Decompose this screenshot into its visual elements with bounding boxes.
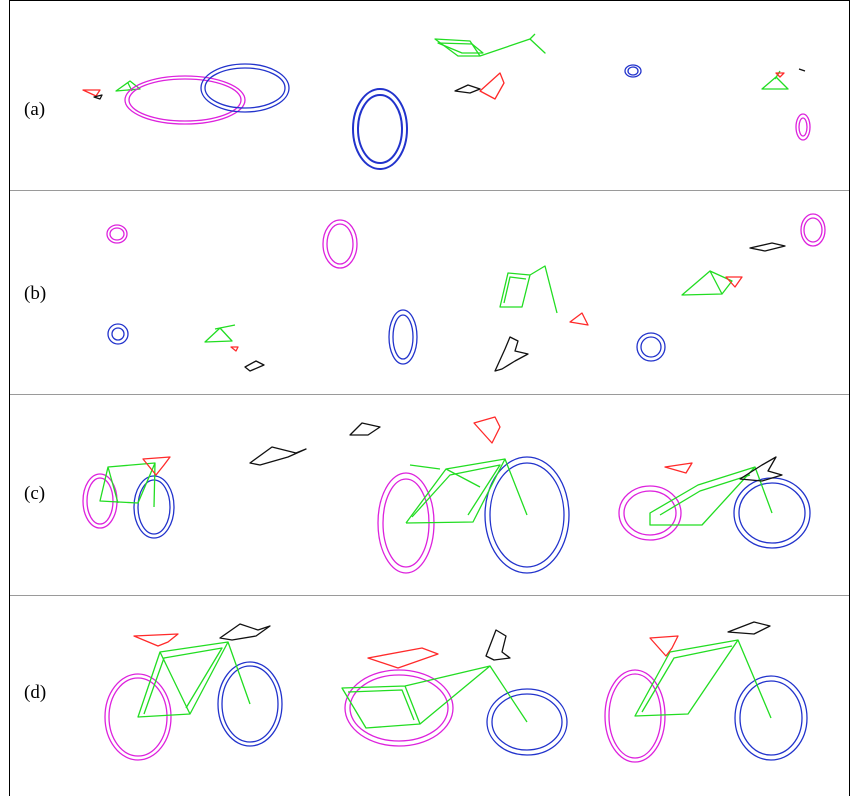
rear-wheel-part (604, 669, 666, 763)
front-wheel-part (107, 323, 129, 345)
row-c: (c) (10, 395, 849, 596)
small-wheel-blue (624, 64, 642, 78)
row-label-a: (a) (24, 99, 46, 120)
rear-wheel-part (104, 673, 172, 761)
rear-wheel-ellipse (124, 75, 246, 125)
frame-part (681, 270, 733, 296)
front-wheel-tall (352, 88, 408, 170)
frame-part (634, 639, 772, 719)
front-wheel-ellipse (200, 63, 290, 113)
front-wheel-part (217, 661, 283, 747)
saddle-red (479, 72, 505, 100)
saddle-part (367, 647, 439, 669)
frame-part (649, 466, 773, 526)
frame-part (99, 462, 156, 508)
frame-part (137, 641, 251, 718)
front-wheel-part (486, 688, 568, 756)
row-a: (a) (10, 1, 849, 191)
handlebar-part (219, 623, 271, 641)
handlebar-black (454, 84, 481, 94)
saddle-part (725, 276, 743, 288)
saddle-part (142, 456, 171, 476)
rear-wheel-part (618, 485, 682, 541)
small-wheel-magenta (795, 113, 811, 141)
tiny-handle-right (798, 68, 806, 72)
handlebar-part (494, 336, 529, 372)
saddle-part (133, 633, 179, 647)
rear-wheel-part (106, 224, 128, 244)
rear-wheel-part (322, 219, 358, 269)
row-b-parts (106, 213, 826, 372)
handlebar-part (739, 456, 783, 482)
figure: (a) (9, 0, 850, 796)
rear-wheel-part (800, 213, 826, 247)
frame-part (499, 265, 558, 314)
frame-part (204, 324, 236, 343)
frame-stretched (434, 33, 546, 57)
saddle-part (473, 416, 501, 444)
handlebar-part (249, 446, 307, 466)
saddle-part (230, 346, 239, 352)
row-c-parts (82, 416, 811, 574)
frame-part (405, 458, 528, 524)
small-saddle-right (775, 72, 785, 78)
small-saddle (82, 89, 101, 97)
rear-wheel-part (344, 669, 454, 747)
frame-part (341, 665, 528, 729)
front-wheel-part (734, 675, 808, 761)
handlebar-part (485, 629, 511, 661)
saddle-part (664, 462, 693, 474)
saddle-part (649, 635, 679, 657)
row-b: (b) (10, 191, 849, 395)
row-a-parts (82, 33, 811, 170)
row-d-parts (104, 621, 808, 763)
row-label-d: (d) (24, 682, 47, 703)
row-label-c: (c) (24, 483, 46, 504)
handlebar-part (244, 360, 265, 372)
row-label-b: (b) (24, 283, 47, 304)
front-wheel-part (636, 332, 666, 362)
front-wheel-part (388, 309, 418, 365)
handlebar-part (749, 242, 786, 252)
saddle-part (569, 312, 589, 326)
front-wheel-part (484, 456, 570, 574)
handlebar-part (349, 422, 381, 436)
row-d: (d) (10, 596, 849, 797)
handlebar-part (727, 621, 771, 635)
small-handlebar (93, 94, 103, 100)
